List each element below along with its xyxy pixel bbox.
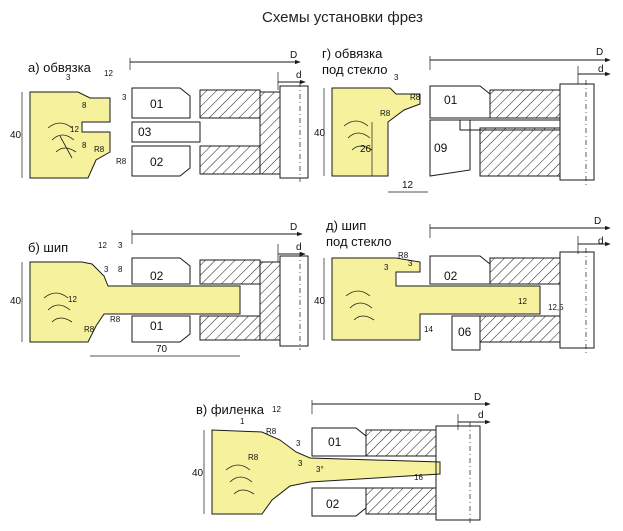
panel-g-dim-26: 26 [360,144,372,155]
panel-v-workpiece [211,429,441,515]
panel-v-dim-1: 1 [240,417,245,426]
panel-v-part-01: 01 [328,435,342,449]
panel-a-part-02: 02 [150,155,164,169]
panel-d-dim-3b: 3 [408,259,413,268]
panel-v-dim-R8b: R8 [266,427,277,436]
panel-d-dim-d: d [598,236,604,247]
panel-v-dim-40: 40 [192,468,204,479]
panel-d-workpiece [331,257,541,341]
panel-a-dim-12b: 12 [70,125,79,134]
panel-d-label-1: д) шип [326,218,366,233]
panel-g-dim-D: D [596,47,603,58]
panel-b-dim-40: 40 [10,296,22,307]
panel-d-part-06: 06 [458,325,472,339]
panel-g-dim-R8a: R8 [380,109,391,118]
panel-v-filenka: в) филенка D d 40 1 12 R8 R8 3 3 3° 16 0… [192,392,491,524]
panel-a-obvyazka: а) обвязка D d 40 3 12 3 8 12 8 R8 R8 [10,50,309,182]
panel-g-obvyazka-glass: г) обвязка под стекло D d 40 26 12 3 R8 … [314,46,611,193]
panel-d-dim-3a: 3 [384,263,389,272]
panel-b-dim-D: D [290,222,297,233]
panel-b-dim-R8b: R8 [110,315,121,324]
panel-d-dim-14: 14 [424,325,433,334]
panel-d-dim-R8: R8 [398,251,409,260]
panel-d-dim-12-5: 12,5 [548,303,564,312]
panel-g-part-01: 01 [444,93,458,107]
panel-d-dim-40: 40 [314,296,326,307]
panel-a-dim-d: d [296,70,302,81]
panel-a-dim-3b: 3 [122,93,127,102]
panel-a-part-01: 01 [150,97,164,111]
panel-a-dim-8a: 8 [82,101,87,110]
panel-d-dim-D: D [594,216,601,227]
panel-a-label: а) обвязка [28,60,92,75]
panel-a-part-03: 03 [138,125,152,139]
panel-a-dim-12a: 12 [104,69,113,78]
panel-b-dim-8: 8 [118,265,123,274]
panel-v-dim-16: 16 [414,473,423,482]
panel-b-dim-12a: 12 [98,241,107,250]
panel-g-dim-R8b: R8 [410,93,421,102]
panel-g-dim-40: 40 [314,128,326,139]
panel-b-dim-d: d [296,242,302,253]
panel-g-workpiece [331,87,421,177]
panel-v-dim-R8a: R8 [248,453,259,462]
panel-g-dim-d: d [598,64,604,75]
panel-v-dim-3deg: 3° [316,465,324,474]
panel-v-label: в) филенка [196,402,265,417]
panel-g-label-1: г) обвязка [322,46,383,61]
panel-b-dim-12: 12 [68,295,77,304]
panel-b-ship: б) шип D d 40 70 12 3 3 8 12 R8 R8 02 01 [10,222,309,357]
panel-v-dim-12: 12 [272,405,281,414]
panel-b-label: б) шип [28,240,68,255]
panel-b-dim-3a: 3 [118,241,123,250]
panel-a-dim-D: D [290,50,297,61]
panel-g-part-09: 09 [434,141,448,155]
panel-b-dim-R8a: R8 [84,325,95,334]
panel-g-dim-12: 12 [402,180,414,191]
panel-b-part-02: 02 [150,269,164,283]
panel-b-dim-3b: 3 [104,265,109,274]
panel-b-part-01: 01 [150,319,164,333]
panel-a-workpiece [29,91,111,179]
panel-g-dim-3a: 3 [394,73,399,82]
panel-d-part-02: 02 [444,269,458,283]
panel-a-dim-R8b: R8 [116,157,127,166]
panel-v-part-02: 02 [326,497,340,511]
panel-d-ship-glass: д) шип под стекло D d 40 R8 3 3 12 12,5 … [314,216,611,354]
panel-b-workpiece [29,261,241,343]
panel-a-dim-3a: 3 [66,73,71,82]
panel-d-label-2: под стекло [326,234,392,249]
panel-v-dim-3a: 3 [296,439,301,448]
panel-a-dim-R8a: R8 [94,145,105,154]
page-title: Схемы установки фрез [262,9,423,26]
panel-a-dim-40: 40 [10,130,22,141]
panel-a-dim-8b: 8 [82,141,87,150]
panel-d-dim-12: 12 [518,297,527,306]
panel-v-dim-3b: 3 [298,459,303,468]
panel-b-dim-70: 70 [156,344,168,355]
panel-v-dim-D: D [474,392,481,403]
panel-v-dim-d: d [478,410,484,421]
panel-g-label-2: под стекло [322,62,388,77]
